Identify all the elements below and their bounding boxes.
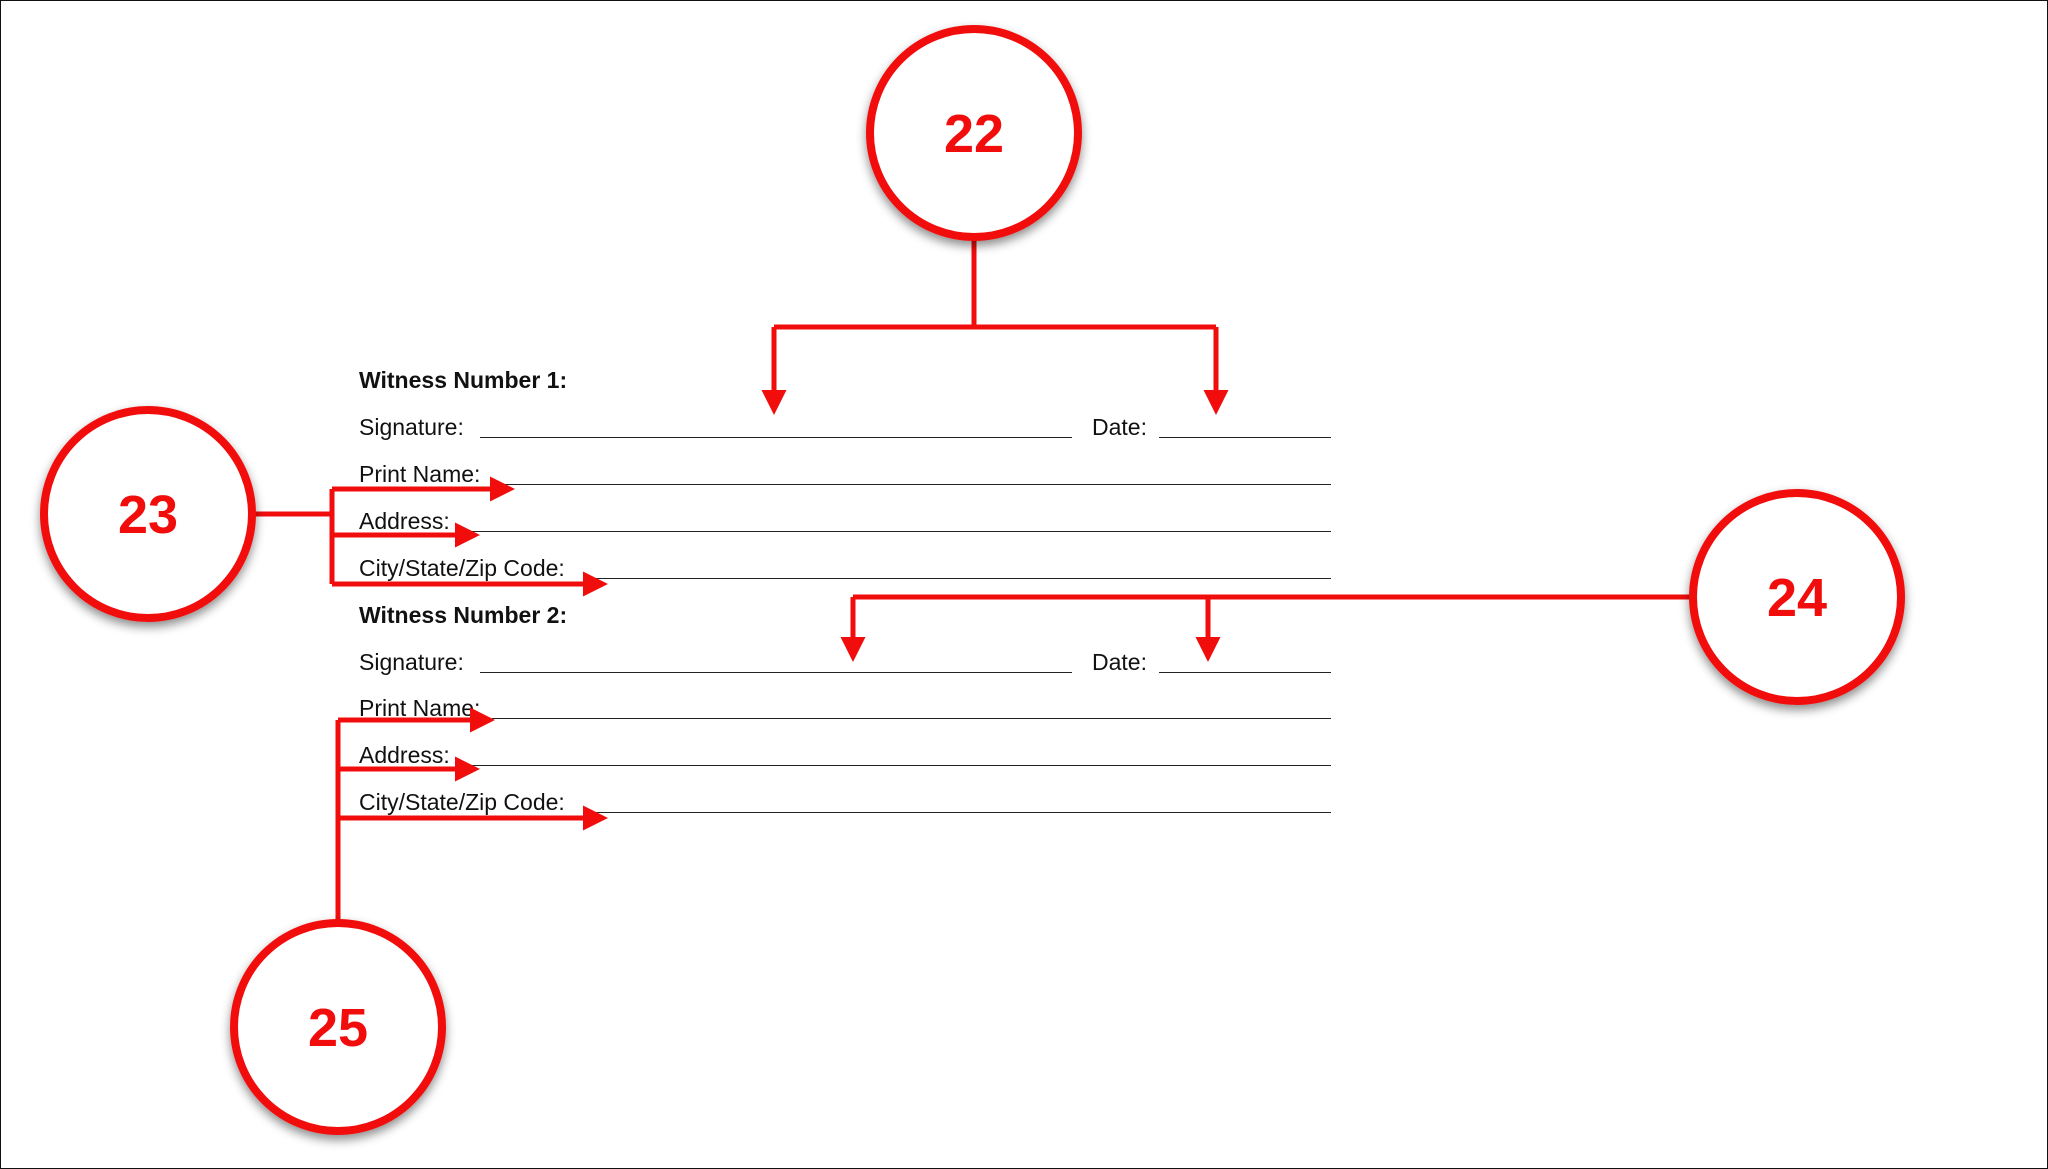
witness-2-address-field[interactable] xyxy=(460,765,1331,766)
witness-1-signature-field[interactable] xyxy=(480,437,1072,438)
callout-25-connectors xyxy=(335,707,608,923)
witness-1-signature-label: Signature: xyxy=(359,414,464,440)
callout-23-connectors xyxy=(252,476,608,597)
witness-1-address-field[interactable] xyxy=(460,531,1331,532)
callout-23-label: 23 xyxy=(118,485,178,545)
witness-1-date-label: Date: xyxy=(1092,414,1147,440)
witness-2-date-field[interactable] xyxy=(1159,672,1331,673)
witness-2-city-state-zip-label: City/State/Zip Code: xyxy=(359,789,565,815)
callout-25-label: 25 xyxy=(308,998,368,1058)
witness-2-date-label: Date: xyxy=(1092,649,1147,675)
witness-1-print-name-field[interactable] xyxy=(492,484,1331,485)
callout-23: 23 xyxy=(40,406,256,622)
witness-2-address-label: Address: xyxy=(359,742,450,768)
callout-22: 22 xyxy=(866,25,1082,241)
callout-24: 24 xyxy=(1689,489,1905,705)
witness-2-print-name-label: Print Name: xyxy=(359,695,481,721)
witness-1-address-label: Address: xyxy=(359,508,450,534)
callout-24-label: 24 xyxy=(1767,568,1827,628)
witness-2-signature-field[interactable] xyxy=(480,672,1072,673)
callout-22-label: 22 xyxy=(944,104,1004,164)
witness-2-signature-label: Signature: xyxy=(359,649,464,675)
witness-1-date-field[interactable] xyxy=(1159,437,1331,438)
witness-1-print-name-label: Print Name: xyxy=(359,461,481,487)
witness-2-print-name-field[interactable] xyxy=(492,718,1331,719)
callout-25: 25 xyxy=(230,919,446,1135)
witness-2-heading: Witness Number 2: xyxy=(359,602,568,628)
callout-24-connectors xyxy=(840,594,1690,662)
witness-1-city-state-zip-label: City/State/Zip Code: xyxy=(359,555,565,581)
witness-1-heading: Witness Number 1: xyxy=(359,367,568,393)
witness-2-city-state-zip-field[interactable] xyxy=(589,812,1331,813)
witness-1-city-state-zip-field[interactable] xyxy=(589,578,1331,579)
callout-22-connectors xyxy=(761,236,1229,415)
